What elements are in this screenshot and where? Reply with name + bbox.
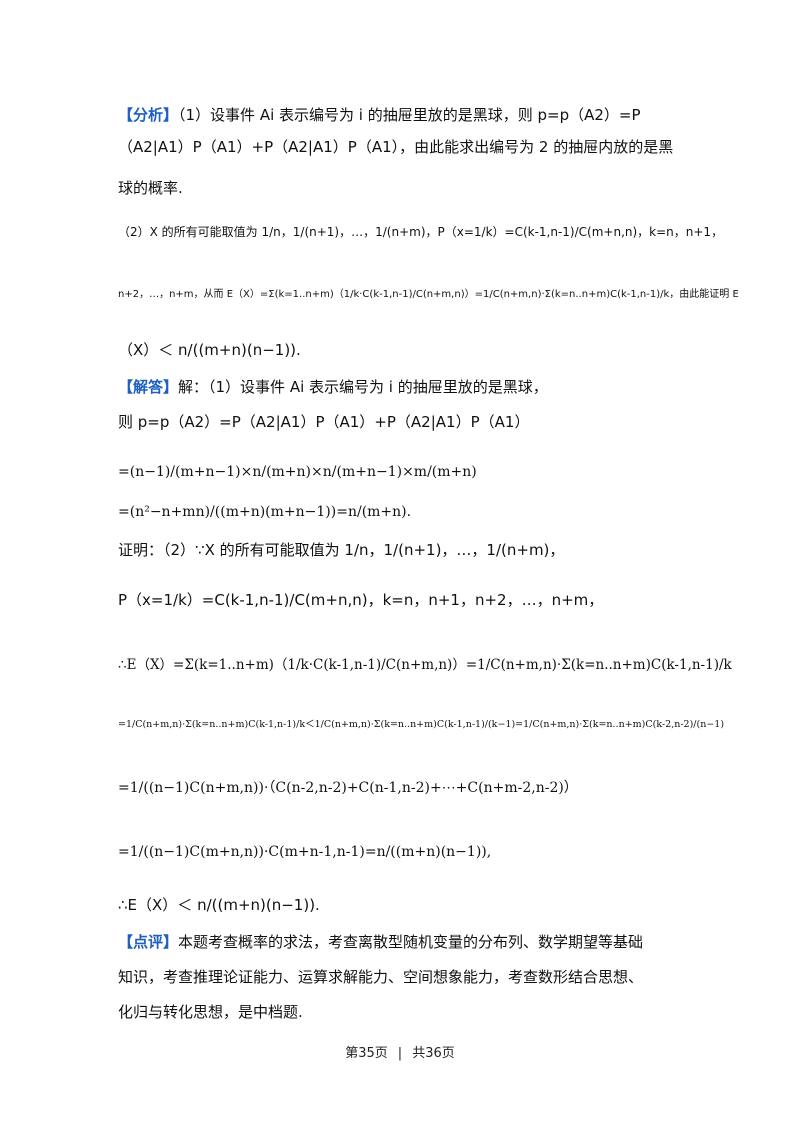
analysis-line-3: 球的概率.: [118, 179, 183, 197]
solution-line-7: ∴E（X）=Σ(k=1..n+m)（1/k·C(k-1,n-1)/C(n+m,n…: [118, 657, 732, 673]
analysis-tag: 【分析】: [118, 106, 179, 124]
solution-text-1: 解：（1）设事件 Ai 表示编号为 i 的抽屉里放的是黑球，: [178, 378, 548, 396]
solution-line-9: =1/((n−1)C(n+m,n))·（C(n-2,n-2)+C(n-1,n-2…: [118, 780, 578, 796]
solution-line-1: 【解答】解：（1）设事件 Ai 表示编号为 i 的抽屉里放的是黑球，: [118, 375, 690, 399]
page-footer: 第35页 | 共36页: [0, 1042, 800, 1061]
footer-separator: |: [397, 1046, 403, 1061]
solution-line-11: ∴E（X）＜ n/((m+n)(n−1)).: [118, 896, 320, 914]
comment-line-1: 【点评】本题考查概率的求法，考查离散型随机变量的分布列、数学期望等基础: [118, 930, 690, 954]
analysis-line-6: （X）＜ n/((m+n)(n−1)).: [118, 341, 301, 359]
solution-line-3: =(n−1)/(m+n−1)×n/(m+n)×n/(m+n−1)×m/(m+n): [118, 464, 477, 480]
comment-text-1: 本题考查概率的求法，考查离散型随机变量的分布列、数学期望等基础: [178, 933, 644, 951]
solution-line-10: =1/((n−1)C(m+n,n))·C(m+n-1,n-1)=n/((m+n)…: [118, 844, 492, 860]
comment-line-3: 化归与转化思想，是中档题.: [118, 1003, 303, 1021]
analysis-line-2: （A2|A1）P（A1）+P（A2|A1）P（A1），由此能求出编号为 2 的抽…: [118, 138, 674, 156]
analysis-text-1: （1）设事件 Ai 表示编号为 i 的抽屉里放的是黑球，则 p=p（A2）=P: [178, 106, 641, 124]
analysis-line-5: n+2，…，n+m，从而 E（X）=Σ(k=1..n+m)（1/k·C(k-1,…: [118, 289, 739, 300]
solution-line-2: 则 p=p（A2）=P（A2|A1）P（A1）+P（A2|A1）P（A1）: [118, 413, 530, 431]
comment-tag: 【点评】: [118, 933, 179, 951]
solution-line-5: 证明：（2）∵X 的所有可能取值为 1/n，1/(n+1)，…，1/(n+m)，: [118, 541, 565, 559]
comment-line-2: 知识，考查推理论证能力、运算求解能力、空间想象能力，考查数形结合思想、: [118, 968, 644, 986]
solution-line-6: P（x=1/k）=C(k-1,n-1)/C(m+n,n)，k=n，n+1，n+2…: [118, 591, 604, 609]
page-total: 共36页: [412, 1046, 455, 1061]
page-number: 第35页: [345, 1046, 388, 1061]
solution-line-4: =(n²−n+mn)/((m+n)(m+n−1))=n/(m+n).: [118, 504, 412, 520]
analysis-line-1: 【分析】（1）设事件 Ai 表示编号为 i 的抽屉里放的是黑球，则 p=p（A2…: [118, 103, 690, 127]
solution-tag: 【解答】: [118, 378, 179, 396]
solution-line-8: =1/C(n+m,n)·Σ(k=n..n+m)C(k-1,n-1)/k＜1/C(…: [118, 719, 725, 730]
analysis-line-4: （2）X 的所有可能取值为 1/n，1/(n+1)，…，1/(n+m)，P（x=…: [118, 225, 724, 239]
